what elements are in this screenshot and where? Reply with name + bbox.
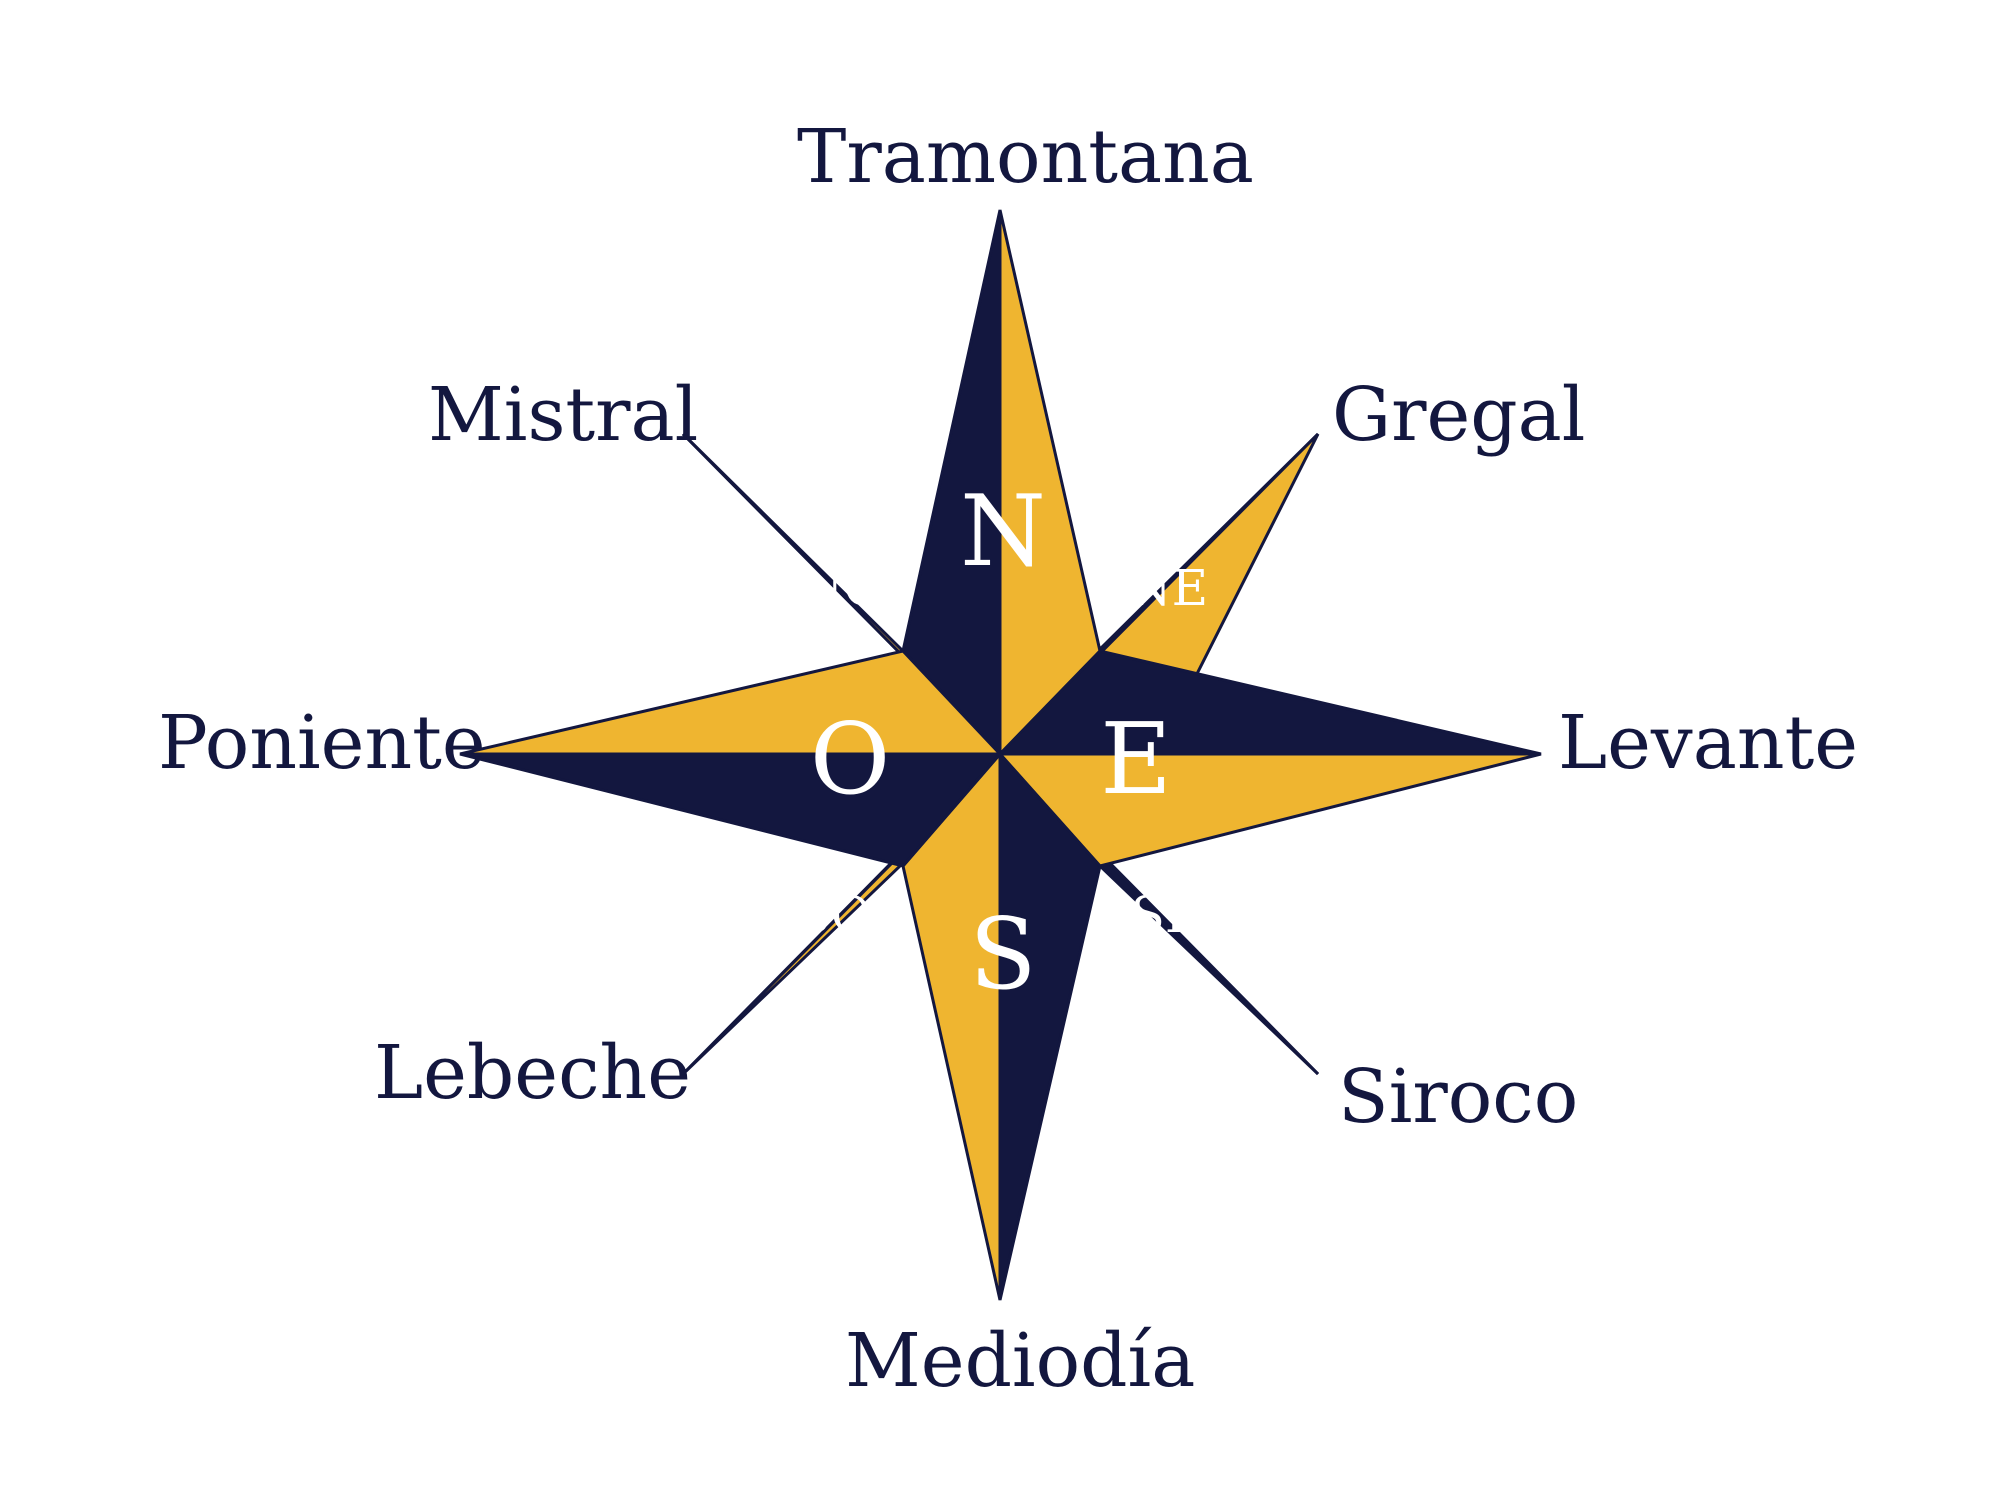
direction-letter-se: SE [1130,886,1202,944]
wind-label-west: Poniente [158,700,486,786]
direction-letter-e: E [1100,703,1172,817]
west-point-lower-half [459,752,1004,868]
wind-label-northwest: Mistral [428,372,699,458]
wind-label-east: Levante [1558,700,1859,786]
wind-label-north: Tramontana [797,114,1254,200]
direction-letter-ne: NE [1127,559,1209,617]
wind-label-southeast: Siroco [1338,1054,1579,1140]
wind-label-southwest: Lebeche [374,1030,691,1116]
cardinal-points [459,209,1542,1301]
wind-label-northeast: Gregal [1332,372,1586,458]
direction-letter-s: S [969,898,1037,1012]
wind-label-south: Mediodía [845,1318,1196,1404]
direction-letter-so: SO [796,886,872,944]
direction-letter-o: O [809,703,891,817]
west-point-upper-half [459,649,1004,756]
direction-letter-n: N [960,475,1046,589]
direction-letter-no: NO [799,559,885,617]
